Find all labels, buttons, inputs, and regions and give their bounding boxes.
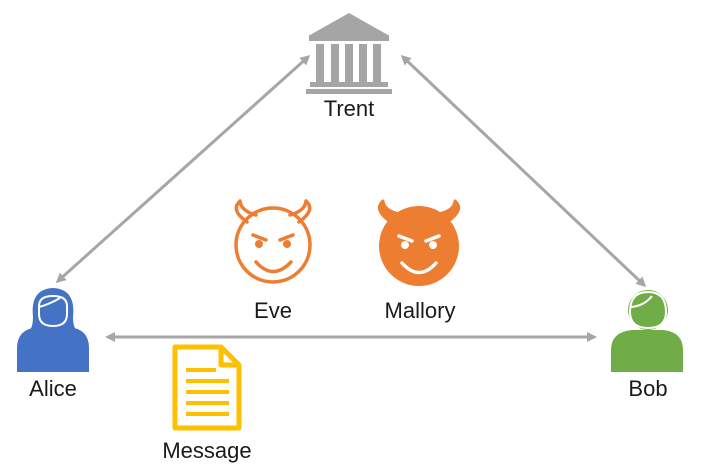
trent-label: Trent [323, 96, 375, 121]
devil-face-filled-icon [377, 199, 461, 286]
eve-eyes [255, 240, 291, 248]
mallory-label: Mallory [384, 298, 456, 323]
bob-label: Bob [628, 376, 668, 401]
woman-user-icon [17, 288, 89, 372]
alice-label: Alice [29, 376, 77, 401]
connector-alice-trent [55, 54, 311, 284]
document-icon [172, 344, 242, 431]
connector-trent-bob [400, 54, 647, 288]
bank-building-icon [306, 13, 392, 94]
eve-label: Eve [254, 298, 292, 323]
man-user-icon [611, 290, 683, 372]
devil-face-outline-icon [234, 199, 312, 284]
message-label: Message [162, 438, 252, 463]
